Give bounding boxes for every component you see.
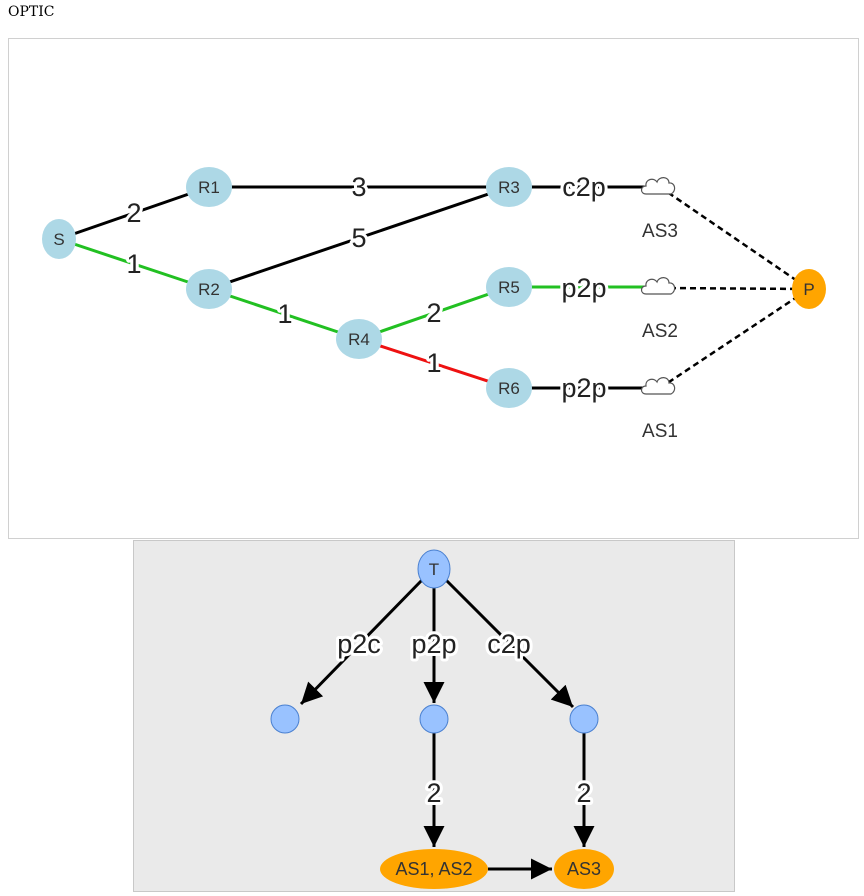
tree-leaf-label-as1-as2: AS1, AS2 [395,859,472,879]
cloud-icon-as1 [640,377,676,395]
tree-leaf-label-as3: AS3 [567,859,601,879]
edge-as1-p [659,287,810,390]
tree-edge-label-mid-down: 2 [426,778,441,808]
cloud-label-as2: AS2 [642,321,678,342]
tree-edge-label-left: p2c [337,629,381,659]
tree-node-left[interactable] [270,704,300,734]
tree-root-label: T [429,560,439,579]
edge-r4-r6 [358,337,510,390]
tree-node-right[interactable] [569,704,599,734]
node-label-r2: R2 [198,280,220,299]
edge-label-r4-r5: 2 [426,298,441,328]
tree-edge-label-middle: p2p [411,629,456,659]
edge-r2-r3 [208,185,510,291]
tree-edge-label-right-down: 2 [576,778,591,808]
node-label-r4: R4 [348,330,370,349]
edge-label-r6-as1: p2p [561,373,606,403]
edge-label-r2-r3: 5 [351,223,366,253]
node-label-r3: R3 [498,178,520,197]
tree-edge-left [299,577,425,706]
edge-label-s-r2: 1 [126,249,141,279]
cloud-label-as3: AS3 [642,221,678,242]
edge-r4-r5 [358,285,510,341]
edge-s-r2 [58,237,210,291]
edge-label-r4-r6: 1 [426,348,441,378]
edge-r2-r4 [208,287,360,341]
page-title: OPTIC [8,4,55,20]
edge-s-r1 [58,185,210,241]
cloud-label-as1: AS1 [642,421,678,442]
cloud-icon-as3 [640,177,676,195]
edge-label-r1-r3: 3 [351,172,366,202]
tree-leaf-as3[interactable]: AS3 [554,849,614,889]
decision-tree-panel: p2c p2p c2p 2 2 T AS1, AS2 AS3 [133,540,735,892]
node-r6[interactable]: R6 [486,368,532,408]
edge-label-r2-r4: 1 [277,299,292,329]
tree-node-middle[interactable] [419,704,449,734]
network-diagram: 2 1 3 5 1 2 1 c2p p2p p2p AS3 AS2 AS1 S … [42,167,826,442]
node-r2[interactable]: R2 [186,269,232,309]
edge-as2-p [659,286,810,291]
network-diagram-panel: 2 1 3 5 1 2 1 c2p p2p p2p AS3 AS2 AS1 S … [8,38,859,539]
node-p[interactable]: P [792,269,826,309]
edge-label-r3-as3: c2p [562,172,606,202]
node-label-s: S [53,230,64,249]
tree-edge-right [443,577,575,709]
decision-tree: p2c p2p c2p 2 2 T AS1, AS2 AS3 [270,549,614,889]
edge-label-s-r1: 2 [126,198,141,228]
node-label-r1: R1 [198,178,220,197]
node-label-p: P [803,280,814,299]
tree-root-node[interactable]: T [417,549,451,589]
node-r4[interactable]: R4 [336,319,382,359]
node-r1[interactable]: R1 [186,167,232,207]
node-r3[interactable]: R3 [486,167,532,207]
tree-leaf-as1-as2[interactable]: AS1, AS2 [380,849,488,889]
edge-as3-p [659,185,810,291]
node-label-r6: R6 [498,379,520,398]
node-s[interactable]: S [42,219,76,259]
node-r5[interactable]: R5 [486,267,532,307]
edge-label-r5-as2: p2p [561,273,606,303]
node-label-r5: R5 [498,278,520,297]
tree-edge-label-right: c2p [487,629,531,659]
cloud-icon-as2 [640,277,676,295]
